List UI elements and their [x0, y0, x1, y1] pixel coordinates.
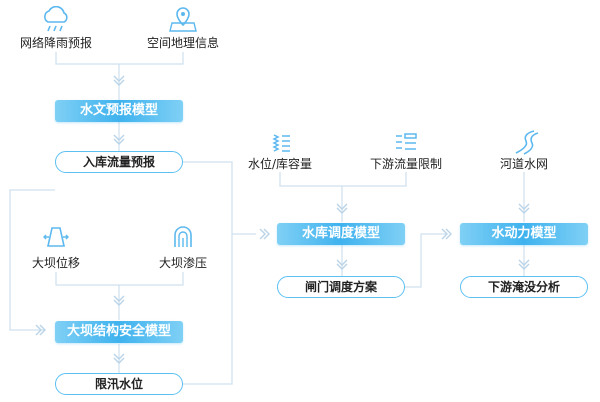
dam-safety-model[interactable]: 大坝结构安全模型 [55, 321, 183, 343]
gate-plan-output[interactable]: 闸门调度方案 [277, 276, 405, 298]
river-icon [515, 130, 539, 155]
reservoir-model[interactable]: 水库调度模型 [277, 223, 405, 245]
flood-analysis-output[interactable]: 下游淹没分析 [460, 276, 588, 298]
flood-limit-level-output[interactable]: 限汛水位 [55, 373, 183, 395]
flow-limit-icon [396, 133, 417, 150]
input-label-dam-displacement: 大坝位移 [31, 256, 80, 270]
input-label-river-net: 河道水网 [499, 157, 548, 171]
hydrology-model[interactable]: 水文预报模型 [55, 100, 183, 122]
seepage-icon [174, 226, 192, 247]
input-label-downstream-limit: 下游流量限制 [369, 157, 442, 171]
input-label-rain: 网络降雨预报 [19, 36, 92, 50]
water-level-icon [272, 134, 290, 152]
map-pin-icon [169, 7, 197, 32]
input-label-water-level: 水位/库容量 [247, 157, 313, 171]
inflow-forecast-output[interactable]: 入库流量预报 [55, 151, 183, 173]
hydrodynamic-model[interactable]: 水动力模型 [460, 223, 588, 245]
dam-displacement-icon [43, 227, 69, 247]
cloud-rain-icon [44, 6, 68, 32]
input-label-gis: 空间地理信息 [146, 36, 219, 50]
input-label-dam-seepage: 大坝渗压 [158, 256, 207, 270]
